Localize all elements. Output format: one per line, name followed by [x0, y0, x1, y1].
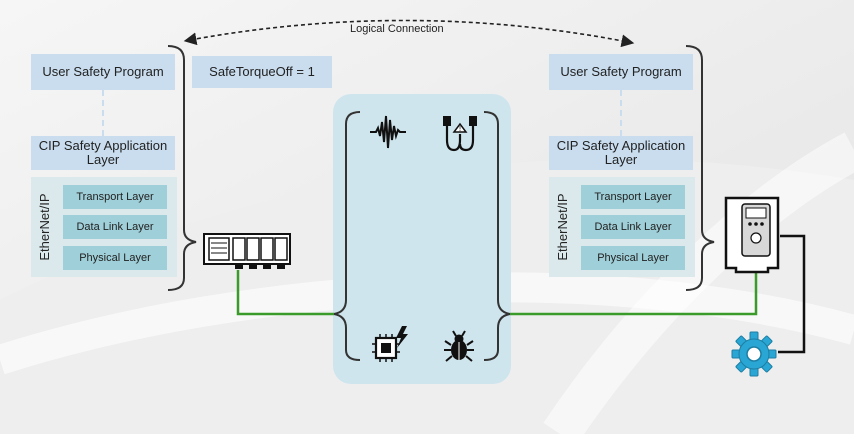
noise-icon — [370, 115, 406, 149]
left-data-link-layer: Data Link Layer — [63, 215, 167, 239]
bug-icon — [444, 330, 474, 362]
right-transport-layer: Transport Layer — [581, 185, 685, 209]
logical-connection-label: Logical Connection — [350, 23, 444, 35]
network-panel — [333, 94, 511, 384]
drive-device-icon — [724, 196, 780, 274]
svg-text:!: ! — [459, 125, 462, 133]
right-user-safety-program: User Safety Program — [549, 54, 693, 90]
processor-fault-icon — [372, 326, 408, 362]
left-transport-layer: Transport Layer — [63, 185, 167, 209]
cable-icon: ! — [443, 116, 477, 152]
gear-icon — [731, 331, 777, 377]
left-user-safety-program: User Safety Program — [31, 54, 175, 90]
safe-torque-off-status: SafeTorqueOff = 1 — [192, 56, 332, 88]
left-cip-safety-layer: CIP Safety Application Layer — [31, 136, 175, 170]
left-physical-layer: Physical Layer — [63, 246, 167, 270]
right-cip-safety-layer: CIP Safety Application Layer — [549, 136, 693, 170]
controller-device-icon — [203, 233, 291, 269]
right-physical-layer: Physical Layer — [581, 246, 685, 270]
right-data-link-layer: Data Link Layer — [581, 215, 685, 239]
